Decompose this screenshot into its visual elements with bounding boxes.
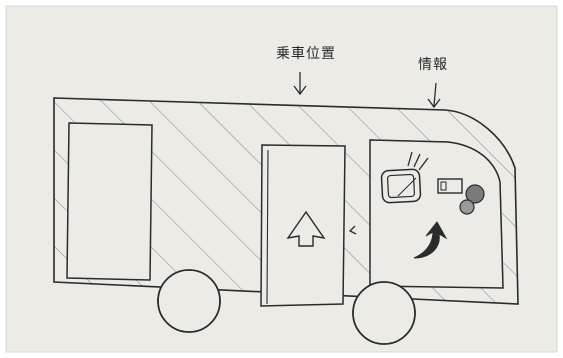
card-reader-icon [437, 178, 463, 194]
signal-mark-icon [407, 151, 413, 167]
information-arrow-icon [433, 82, 437, 107]
display-device-icon [380, 168, 422, 204]
coin-icon [459, 199, 475, 215]
display-screen-icon [386, 173, 416, 199]
entry-curved-arrow-icon [413, 221, 448, 259]
card-slot-icon [440, 181, 447, 191]
information-window [369, 139, 504, 289]
door-edge-mark [348, 225, 357, 235]
boarding-up-arrow-icon [286, 210, 326, 247]
signal-mark-icon [418, 157, 429, 171]
coin-icon [465, 184, 485, 204]
boarding-position-label: 乗車位置 [276, 46, 336, 62]
boarding-door-inner-edge [266, 149, 269, 305]
rear-door [66, 122, 153, 281]
signal-mark-icon [413, 153, 421, 168]
screen-glare-icon [397, 177, 417, 197]
information-label: 情報 [418, 57, 448, 73]
bus-body-outline [53, 97, 519, 305]
